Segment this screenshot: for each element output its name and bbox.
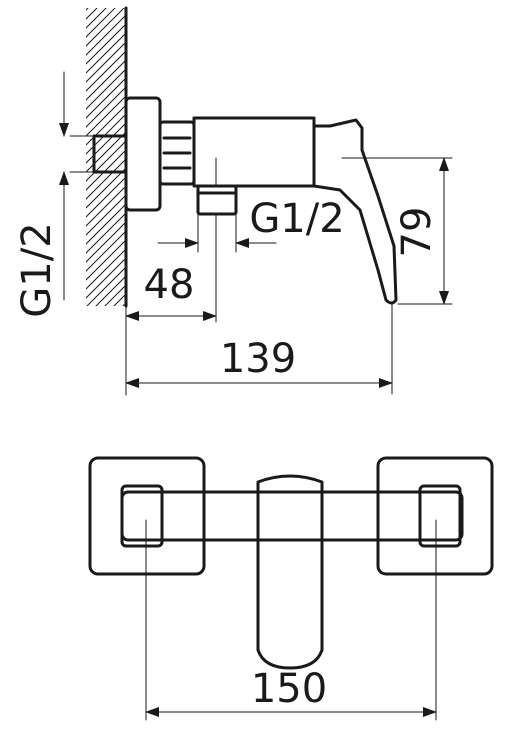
wall-hatch-line	[86, 41, 126, 83]
wall-hatch-line	[86, 104, 126, 146]
wall-hatch-line	[86, 59, 126, 101]
side-view	[86, 6, 398, 352]
dimension-48-label: 48	[144, 262, 195, 308]
right-escutcheon	[376, 456, 494, 576]
wall-hatch-line	[86, 167, 126, 209]
outlet-connector	[196, 184, 238, 216]
wall-hatch-line	[122, 302, 126, 306]
lever-handle	[312, 118, 398, 305]
wall-hatch-line	[86, 95, 126, 137]
dimension-79-label: 79	[394, 207, 440, 258]
left-eccentric	[120, 484, 164, 548]
wall-hatch-line	[86, 185, 126, 227]
wall-hatch-line	[113, 293, 126, 306]
wall-hatch-line	[86, 131, 126, 173]
inlet-pipe-stub	[92, 134, 128, 174]
mixer-body-front	[120, 490, 464, 542]
wall-hatch-line	[86, 8, 125, 47]
wall-hatch-line	[86, 312, 126, 352]
wall-hatch-line	[86, 23, 126, 65]
wall-hatch-line	[86, 176, 126, 218]
wall-hatch-line	[86, 8, 116, 38]
wall-hatch-line	[86, 32, 126, 74]
wall-hatch-line	[86, 203, 126, 245]
wall-hatch-line	[86, 257, 126, 299]
hex-nut	[158, 120, 196, 186]
wall-hatch-line	[86, 221, 126, 263]
inlet-thread-label: G1/2	[14, 222, 60, 317]
right-eccentric	[418, 484, 462, 548]
wall-hatch-line	[86, 266, 126, 306]
wall-hatch-line	[95, 275, 126, 306]
wall-hatch-line	[86, 158, 126, 200]
wall-hatch-line	[86, 122, 126, 164]
wall-hatch-line	[86, 248, 126, 290]
dimension-150: 150	[145, 519, 437, 721]
outlet-thread-label: G1/2	[249, 196, 344, 242]
wall-hatch-line	[86, 212, 126, 254]
dimension-79: 79	[341, 157, 453, 305]
wall-hatch-line	[86, 50, 126, 92]
front-view	[88, 456, 494, 670]
wall-escutcheon	[124, 96, 162, 212]
wall-hatch-line	[86, 149, 126, 191]
wall-hatch-line	[104, 284, 126, 306]
left-escutcheon	[88, 456, 206, 576]
wall-hatch-line	[86, 77, 126, 119]
lever-handle-front	[256, 474, 324, 670]
wall	[86, 6, 128, 352]
dimension-inlet-thread: G1/2	[14, 71, 95, 318]
wall-hatch-line	[86, 113, 126, 155]
wall-hatch-line	[86, 86, 126, 128]
wall-hatch-line	[86, 14, 126, 56]
wall-hatch-line	[86, 8, 107, 29]
wall-hatch-line	[86, 230, 126, 272]
dimension-48: 48	[125, 213, 217, 396]
wall-hatch-line	[86, 8, 98, 20]
wall-hatch-line	[86, 68, 126, 110]
wall-hatch-line	[86, 194, 126, 236]
dimension-139: 139	[125, 303, 393, 395]
dimension-139-label: 139	[220, 336, 296, 382]
dimension-outlet-thread: G1/2	[157, 196, 345, 253]
mixer-body	[192, 116, 316, 188]
wall-hatch-line	[86, 140, 126, 182]
dimension-150-label: 150	[251, 666, 327, 712]
wall-hatch-line	[86, 239, 126, 281]
